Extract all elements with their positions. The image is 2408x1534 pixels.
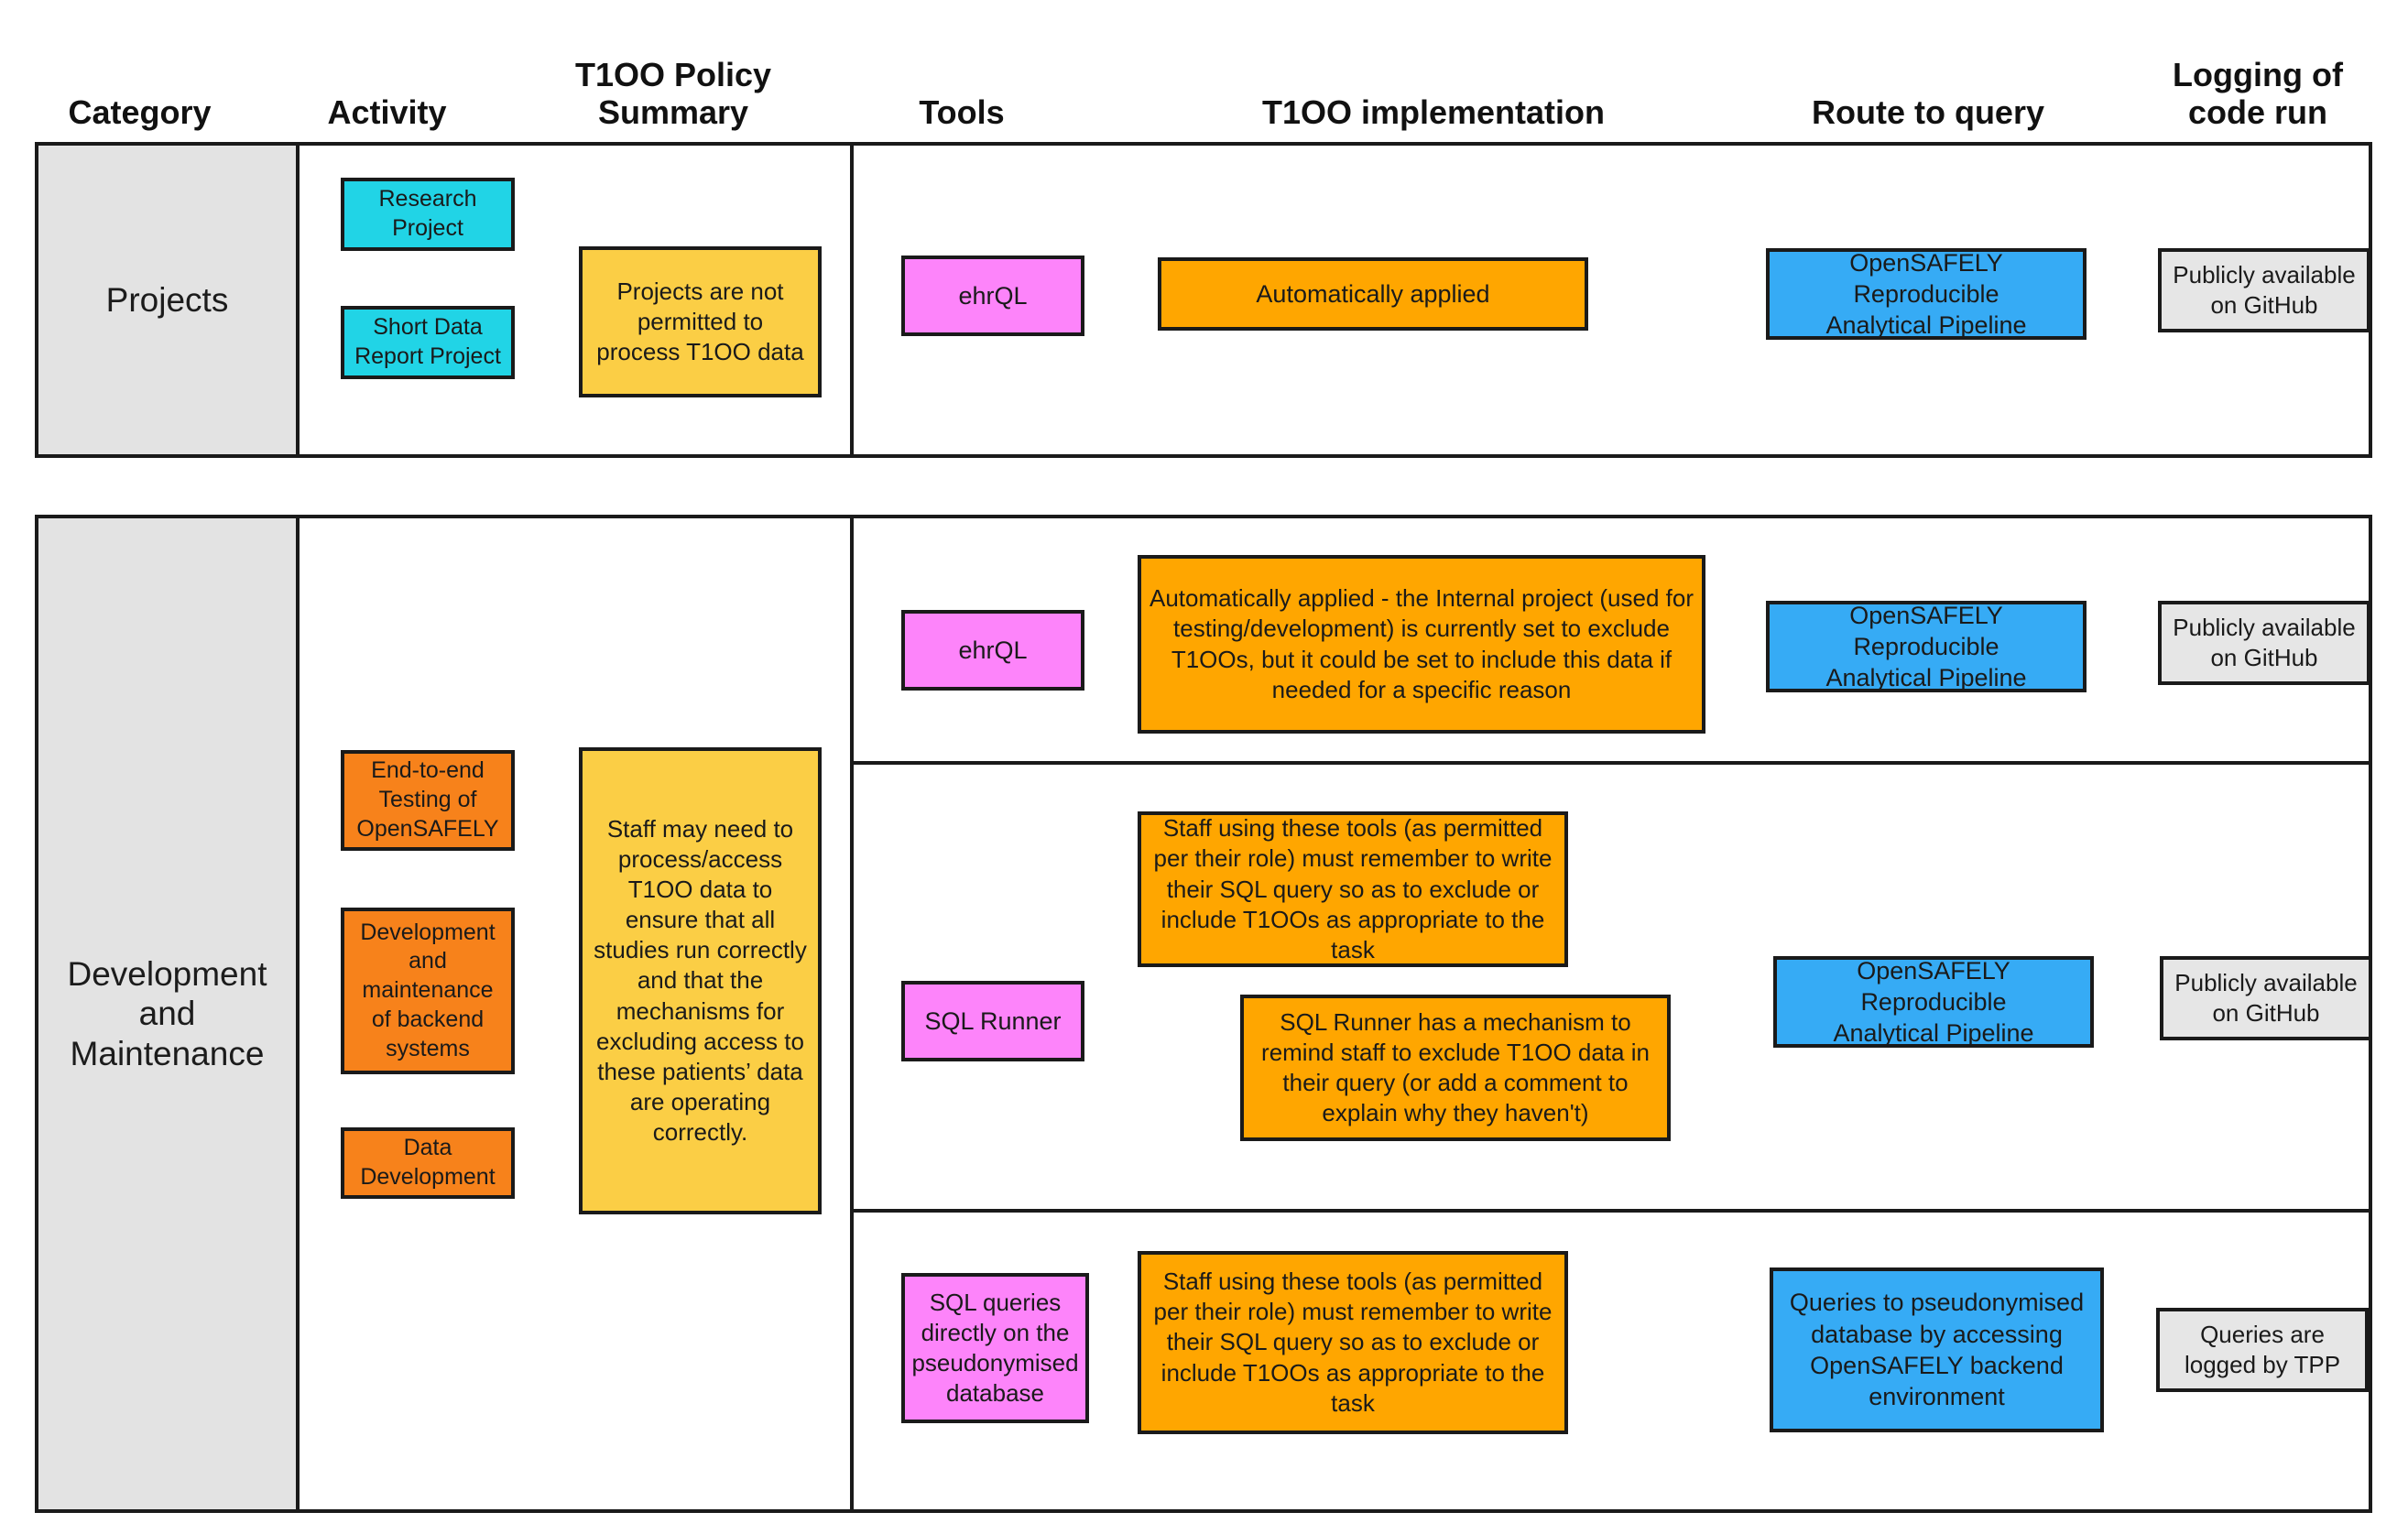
column-header-tools: Tools [919, 92, 1005, 131]
implementation-ehrql-internal-project: Automatically applied - the Internal pro… [1138, 555, 1705, 734]
section1-divider-policy [850, 146, 854, 454]
implementation-sql-runner-reminder: SQL Runner has a mechanism to remind sta… [1240, 995, 1671, 1141]
column-header-implementation: T1OO implementation [1261, 92, 1606, 131]
tool-ehrql: ehrQL [901, 256, 1084, 336]
policy-summary-development-maintenance: Staff may need to process/access T1OO da… [579, 747, 822, 1214]
implementation-label: Automatically applied [1256, 279, 1490, 308]
category-label: Projects [105, 280, 229, 319]
route-pseudonymised-database: Queries to pseudonymised database by acc… [1770, 1267, 2104, 1432]
category-cell-projects: Projects [38, 146, 300, 454]
tool-label: SQL Runner [924, 1006, 1062, 1035]
subrow-divider-2 [850, 1209, 2372, 1213]
column-header-category: Category [68, 92, 212, 131]
implementation-direct-sql-staff-query: Staff using these tools (as permitted pe… [1138, 1251, 1568, 1434]
subrow-divider-1 [850, 761, 2372, 765]
policy-summary-label: Staff may need to process/access T1OO da… [594, 815, 807, 1146]
column-header-activity: Activity [327, 92, 447, 131]
implementation-label: SQL Runner has a mechanism to remind sta… [1261, 1007, 1650, 1127]
section2-divider-policy [850, 518, 854, 1509]
implementation-label: Staff using these tools (as permitted pe… [1153, 814, 1553, 963]
column-header-route: Route to query [1811, 92, 2044, 131]
implementation-label: Staff using these tools (as permitted pe… [1153, 1267, 1553, 1417]
route-label: Queries to pseudonymised database by acc… [1789, 1289, 2085, 1411]
tool-sql-runner: SQL Runner [901, 981, 1084, 1061]
implementation-sql-runner-staff-query: Staff using these tools (as permitted pe… [1138, 811, 1568, 967]
tool-ehrql-dev: ehrQL [901, 610, 1084, 691]
implementation-automatically-applied: Automatically applied [1158, 257, 1588, 331]
implementation-label: Automatically applied - the Internal pro… [1150, 584, 1694, 703]
tool-label: ehrQL [958, 636, 1028, 664]
tool-label: ehrQL [958, 281, 1028, 310]
